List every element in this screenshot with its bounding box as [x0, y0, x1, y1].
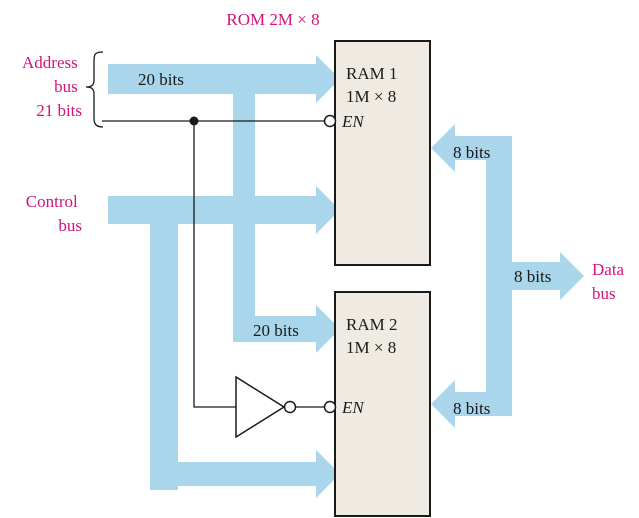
address-bus-brace [85, 51, 104, 128]
ram1-enable-bubble [323, 114, 337, 128]
data-width-top: 8 bits [453, 143, 490, 162]
data-width-bottom: 8 bits [453, 399, 490, 418]
control-bus-label: Control bus [26, 192, 82, 235]
address-width-top: 20 bits [138, 70, 184, 89]
ram2-name: RAM 2 [346, 315, 397, 334]
inverter-gate [235, 375, 297, 439]
bus-shapes [108, 55, 584, 498]
ram1-name: RAM 1 [346, 64, 397, 83]
control-bus-branch [150, 210, 178, 490]
ram2-enable-label: EN [341, 398, 365, 417]
enable-wiring [102, 116, 324, 408]
enable-branch-line [193, 121, 236, 408]
chip-ram1: RAM 1 1M × 8 EN [323, 40, 431, 266]
data-bus-arrow-out [512, 252, 584, 300]
ram1-size: 1M × 8 [346, 87, 396, 106]
address-width-bottom: 20 bits [253, 321, 299, 340]
address-bus-arrow-ram2 [233, 305, 340, 353]
control-bus-arrow-ram2 [150, 450, 340, 498]
data-bus-trunk [486, 136, 512, 416]
control-bus-arrow-ram1 [108, 186, 340, 234]
address-bus-label: Address bus 21 bits [22, 53, 82, 120]
address-bus-arrow-ram1 [108, 55, 340, 103]
diagram-title: ROM 2M × 8 [226, 10, 319, 29]
data-width-out: 8 bits [514, 267, 551, 286]
data-bus-arrow-ram1 [431, 124, 500, 172]
ram2-enable-bubble [323, 400, 337, 414]
data-bus-arrow-ram2 [431, 380, 500, 428]
chip-ram2: RAM 2 1M × 8 EN [323, 291, 431, 517]
data-bus-label: Data bus [592, 260, 628, 303]
ram2-size: 1M × 8 [346, 338, 396, 357]
ram1-enable-label: EN [341, 112, 365, 131]
